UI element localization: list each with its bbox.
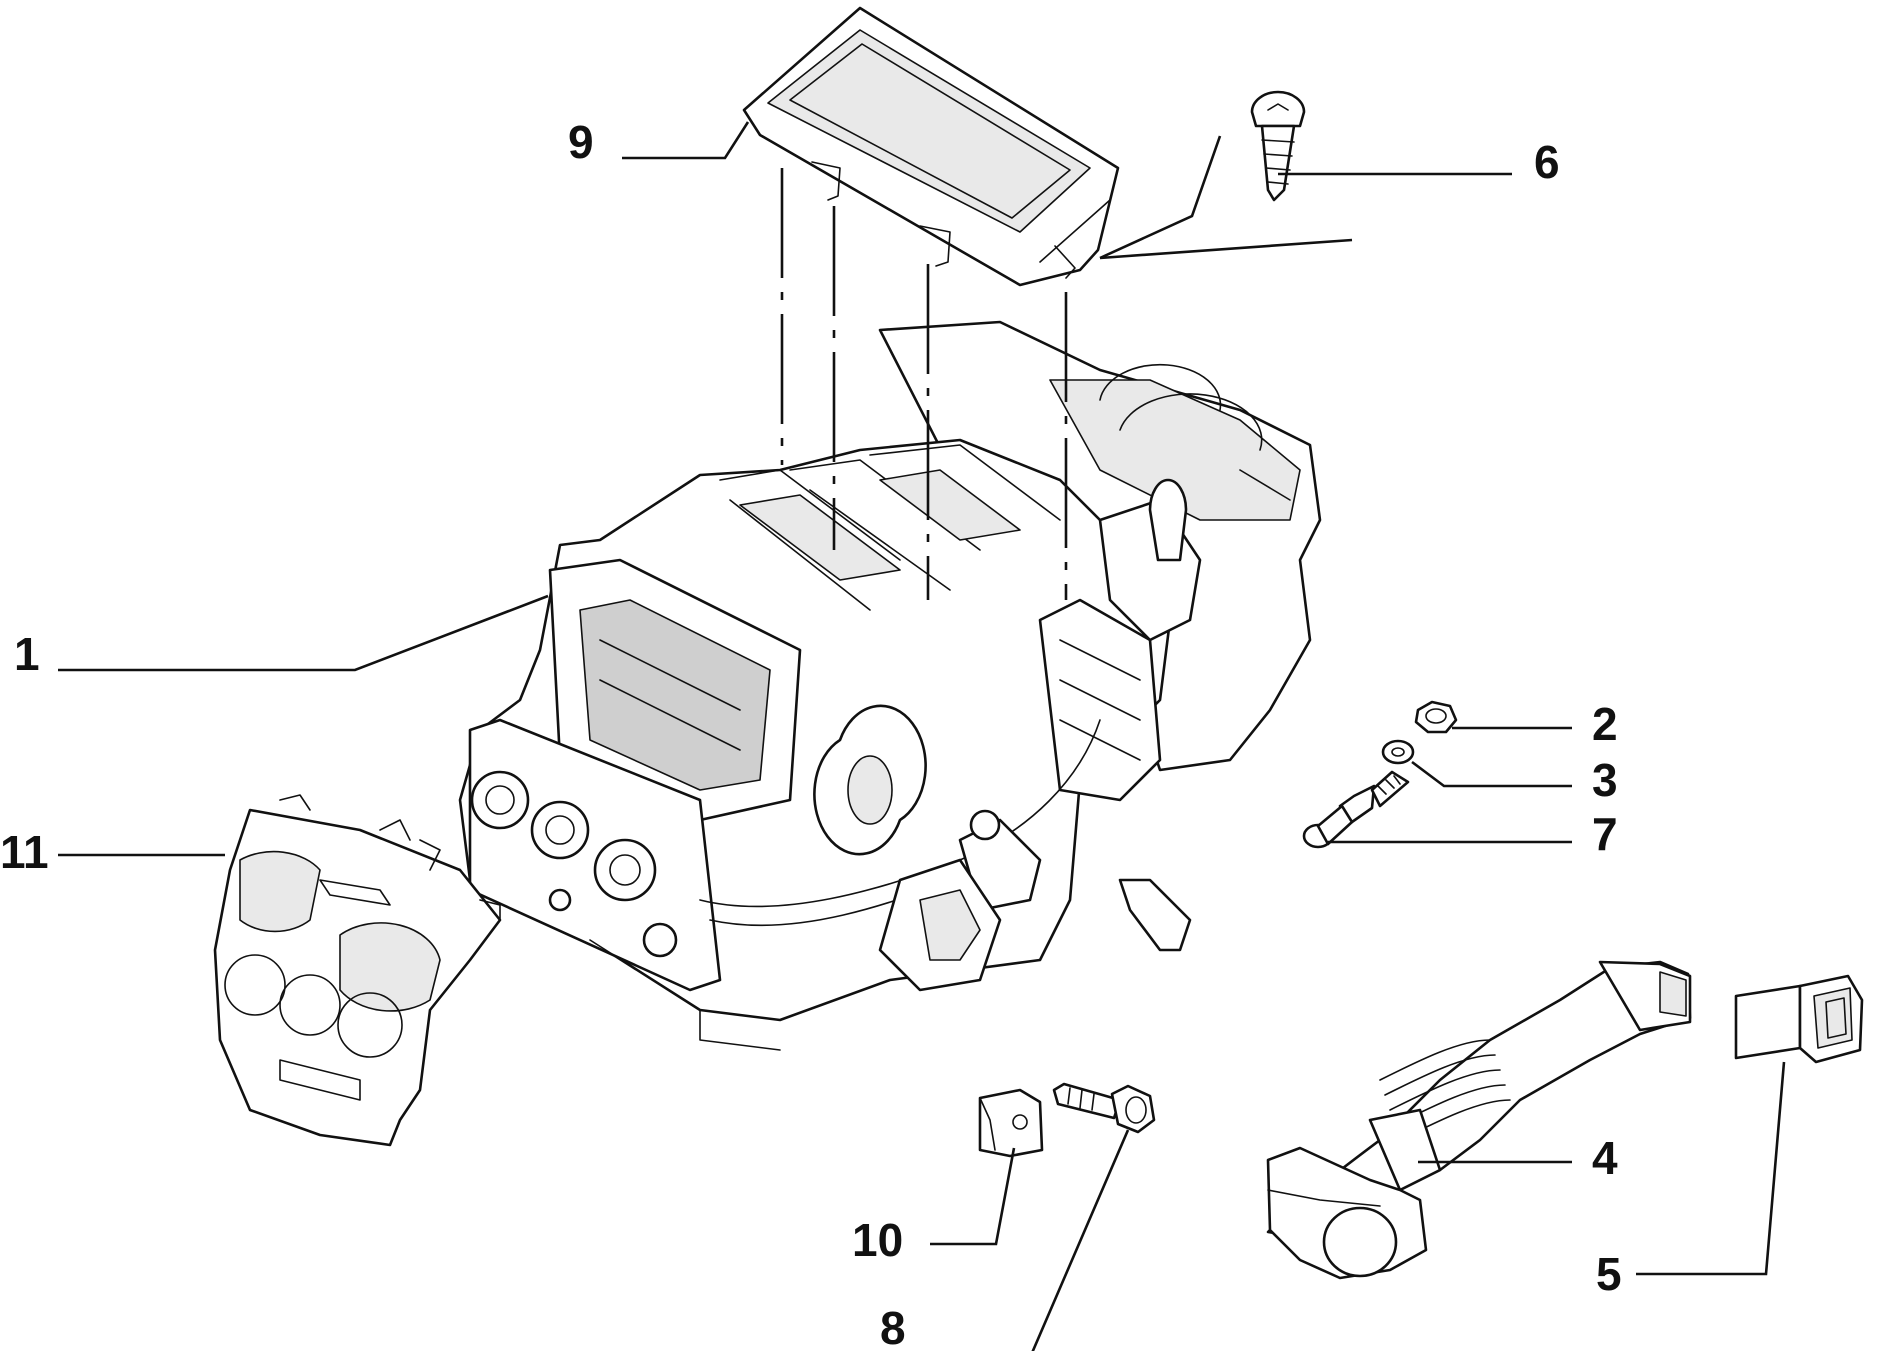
control-bezel-part [213,794,502,1147]
callout-10: 10 [852,1214,903,1266]
filter-cover-part [742,6,1120,287]
callout-1: 1 [14,628,40,680]
leader-lines [58,121,1786,1351]
bolt-part-8 [1052,1082,1156,1134]
callout-8: 8 [880,1302,906,1351]
nut-part [1414,700,1458,734]
callout-11: 11 [0,826,49,878]
washer-part [1381,739,1415,765]
callout-labels: 9 6 1 11 2 3 7 4 5 10 8 [0,116,1622,1351]
bolt-part [1302,770,1410,849]
duct-connector-part [1734,974,1864,1064]
callout-9: 9 [568,116,594,168]
hvac-housing-part [458,320,1322,1051]
callout-3: 3 [1592,754,1618,806]
callout-6: 6 [1534,136,1560,188]
assembly-lines [780,168,1068,600]
callout-4: 4 [1592,1132,1618,1184]
clip-part [978,1088,1044,1158]
callout-7: 7 [1592,808,1618,860]
callout-2: 2 [1592,698,1618,750]
callout-5: 5 [1596,1248,1622,1300]
air-duct-hose-part [1266,960,1692,1280]
screw-part [1250,90,1306,202]
